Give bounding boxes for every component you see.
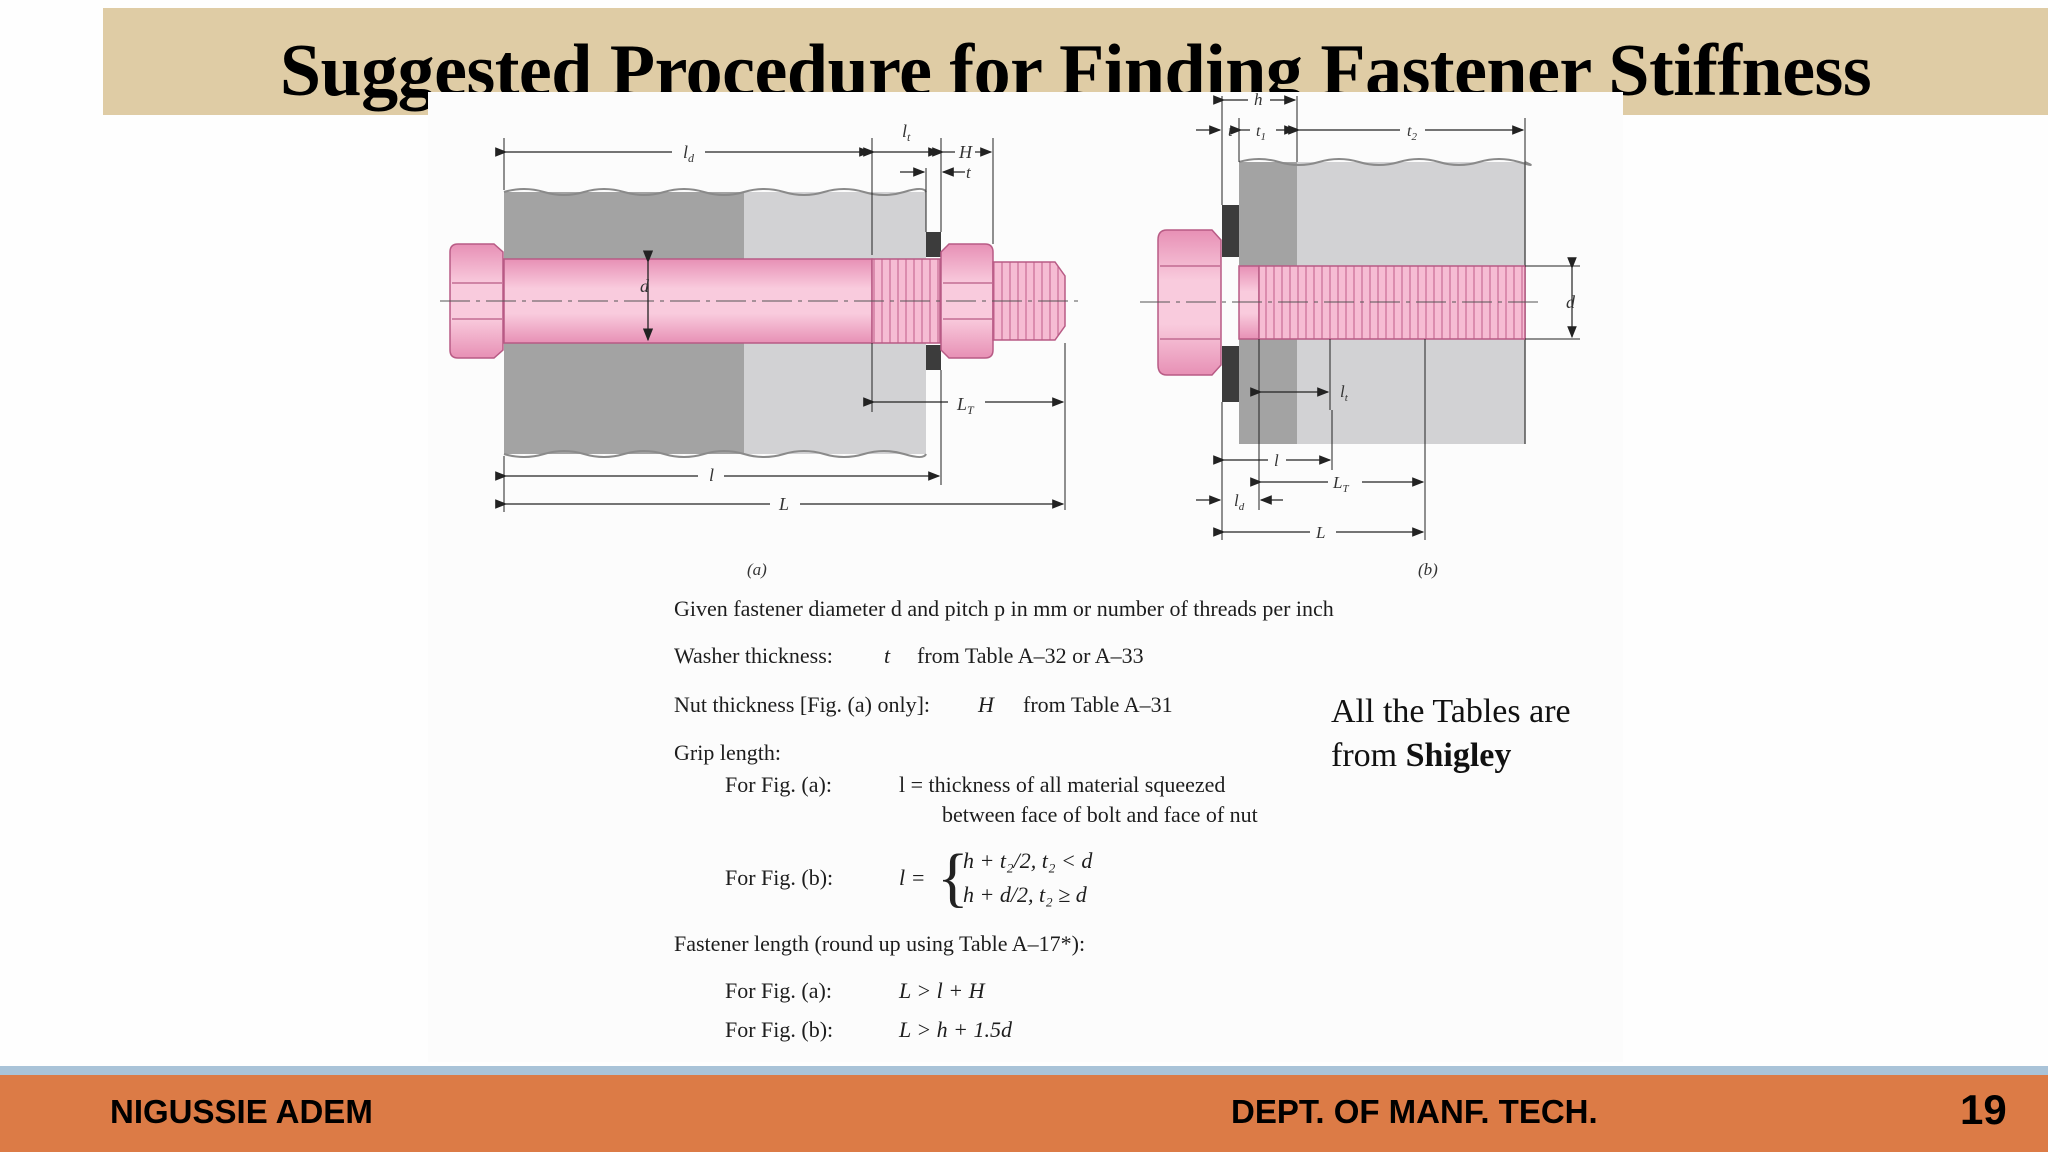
footer-author: NIGUSSIE ADEM — [110, 1093, 373, 1130]
procedure-washer-symbol: t — [884, 643, 891, 668]
title-bar: Suggested Procedure for Finding Fastener… — [103, 8, 2048, 115]
procedure-grip-b-lhs: l = — [899, 865, 926, 890]
procedure-length-b-expr: L > h + 1.5d — [899, 1017, 1013, 1042]
label-b-d: d — [1566, 292, 1576, 312]
label-lt: lt — [902, 121, 911, 144]
footer-bar: NIGUSSIE ADEM DEPT. OF MANF. TECH. 19 — [0, 1075, 2048, 1152]
tables-note-source: Shigley — [1405, 737, 1512, 774]
procedure-washer-source: from Table A–32 or A–33 — [917, 643, 1144, 668]
procedure-length-a-label: For Fig. (a): — [725, 978, 832, 1003]
procedure-fastener-length: Fastener length (round up using Table A–… — [674, 931, 1086, 956]
washer-b-top — [1222, 205, 1239, 257]
procedure-washer-label: Washer thickness: — [674, 643, 833, 668]
caption-a: (a) — [747, 560, 767, 579]
figure-a: ld lt H t d LT l L — [440, 121, 1078, 514]
tables-note-prefix: from — [1331, 737, 1398, 774]
figure-b: d h t t1 t2 lt l LT ld — [1140, 90, 1580, 542]
procedure-length-b-label: For Fig. (b): — [725, 1017, 834, 1042]
label-b-t: t — [1228, 123, 1233, 140]
case-brace: { — [937, 841, 969, 914]
page-number: 19 — [1960, 1086, 2007, 1133]
label-LT: LT — [956, 394, 975, 417]
procedure-grip-a-expr: l = thickness of all material squeezed — [899, 772, 1226, 797]
label-b-LT: LT — [1332, 473, 1349, 495]
footer-department: DEPT. OF MANF. TECH. — [1231, 1093, 1598, 1130]
procedure-given: Given fastener diameter d and pitch p in… — [674, 596, 1334, 621]
procedure-grip-b-label: For Fig. (b): — [725, 865, 834, 890]
footer-stripe — [0, 1066, 2048, 1075]
procedure-nut-label: Nut thickness [Fig. (a) only]: — [674, 692, 931, 717]
label-b-lt: lt — [1340, 382, 1349, 404]
procedure-nut-source: from Table A–31 — [1023, 692, 1173, 717]
label-H: H — [958, 142, 973, 162]
procedure-length-a-expr: L > l + H — [899, 978, 985, 1003]
label-h: h — [1254, 90, 1263, 109]
procedure-nut-symbol: H — [978, 692, 994, 717]
procedure-grip-heading: Grip length: — [674, 740, 781, 765]
label-d: d — [640, 276, 650, 296]
tables-note-line2: from Shigley — [1331, 734, 1571, 778]
label-l: l — [709, 465, 714, 485]
label-b-L: L — [1315, 523, 1325, 542]
caption-b: (b) — [1418, 560, 1438, 579]
tables-note-line1: All the Tables are — [1331, 693, 1571, 730]
label-t: t — [966, 163, 972, 182]
label-t1: t1 — [1256, 123, 1266, 143]
label-ld: ld — [683, 142, 695, 165]
label-b-l: l — [1274, 451, 1279, 470]
tables-note: All the Tables are from Shigley — [1331, 690, 1571, 778]
label-t2: t2 — [1407, 123, 1417, 143]
label-b-ld: ld — [1234, 491, 1245, 513]
procedure-grip-a-label: For Fig. (a): — [725, 772, 832, 797]
procedure-grip-b-case1: h + t₂/2, t₂ < d — [963, 848, 1093, 873]
procedure-grip-a-cont: between face of bolt and face of nut — [942, 802, 1258, 827]
procedure-grip-b-case2: h + d/2, t₂ ≥ d — [963, 882, 1087, 907]
washer-b-bottom — [1222, 346, 1239, 402]
label-L: L — [778, 494, 789, 514]
washer-bottom — [926, 345, 941, 370]
washer-top — [926, 232, 941, 257]
